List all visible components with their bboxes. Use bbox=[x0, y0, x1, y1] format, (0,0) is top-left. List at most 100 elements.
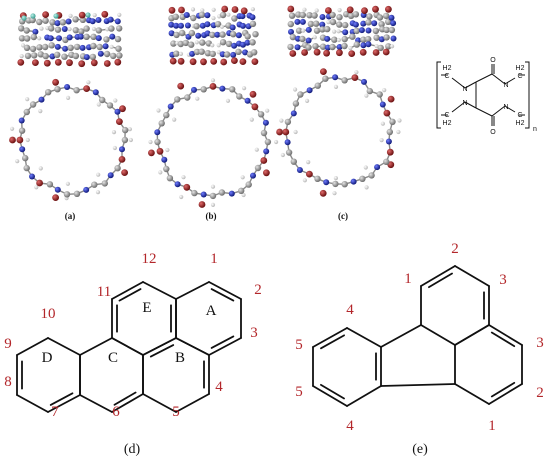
caption-e: (e) bbox=[412, 442, 428, 457]
atom-H bbox=[117, 12, 122, 17]
atom-H bbox=[305, 98, 310, 103]
atom-N bbox=[62, 45, 69, 52]
atom-C bbox=[314, 82, 321, 89]
atom-N bbox=[242, 49, 249, 56]
position-4: 4 bbox=[215, 379, 223, 395]
fl-right-ring-bond bbox=[454, 383, 490, 405]
atom-C bbox=[36, 18, 43, 26]
atom-O bbox=[348, 50, 356, 57]
atom-O bbox=[78, 11, 86, 19]
atom-O bbox=[177, 82, 185, 90]
atom-N bbox=[262, 119, 269, 126]
atom-C bbox=[114, 165, 121, 172]
atom-C bbox=[229, 86, 236, 93]
atom-C bbox=[190, 14, 197, 22]
ring-label-e: E bbox=[142, 300, 151, 316]
atom-N bbox=[240, 22, 246, 29]
atom-C bbox=[288, 12, 296, 19]
atom-H bbox=[280, 152, 285, 158]
atom-H bbox=[293, 129, 298, 135]
atom-T bbox=[53, 13, 59, 19]
fl-right-ring-bond bbox=[488, 383, 523, 405]
atom-N bbox=[79, 44, 86, 51]
atom-H bbox=[396, 129, 401, 135]
atom-H bbox=[390, 44, 395, 49]
atom-C bbox=[249, 20, 257, 28]
monomer-h2-lr: H2 bbox=[516, 120, 525, 127]
atom-O bbox=[198, 201, 206, 208]
atom-H bbox=[337, 8, 342, 13]
atom-C bbox=[29, 16, 36, 24]
atom-N bbox=[178, 22, 184, 29]
atom-H bbox=[302, 178, 307, 183]
atom-C bbox=[236, 93, 243, 100]
atom-C bbox=[54, 26, 62, 33]
atom-C bbox=[54, 86, 61, 93]
atom-N bbox=[114, 18, 121, 25]
atom-N bbox=[390, 20, 397, 27]
fl-left-ring-bond bbox=[312, 327, 348, 348]
atom-C bbox=[289, 33, 297, 41]
atom-C bbox=[251, 49, 258, 56]
atom-N bbox=[336, 44, 343, 50]
atom-H bbox=[225, 98, 231, 103]
ring-c-double-bond bbox=[113, 391, 137, 406]
atom-O bbox=[52, 194, 59, 202]
atom-C bbox=[89, 53, 97, 61]
atom-O bbox=[320, 68, 327, 75]
atom-N bbox=[114, 108, 121, 115]
atom-O bbox=[276, 128, 283, 136]
position-7: 7 bbox=[51, 404, 59, 420]
atom-C bbox=[332, 180, 339, 188]
atom-C bbox=[376, 14, 384, 21]
atom-C bbox=[331, 36, 338, 43]
atom-H bbox=[165, 147, 170, 153]
ring-d-bond bbox=[16, 394, 49, 413]
atom-H bbox=[95, 190, 101, 195]
atom-C bbox=[91, 181, 98, 188]
atom-H bbox=[67, 27, 72, 32]
atom-N bbox=[263, 148, 270, 155]
atom-O bbox=[101, 10, 109, 18]
atom-O bbox=[231, 6, 239, 13]
atom-C bbox=[376, 91, 383, 98]
atom-N bbox=[332, 74, 339, 81]
atom-H bbox=[37, 36, 42, 41]
atom-C bbox=[383, 34, 390, 41]
atom-C bbox=[254, 164, 262, 172]
atom-C bbox=[329, 11, 336, 19]
atom-N bbox=[32, 28, 39, 35]
atom-H bbox=[68, 13, 73, 18]
atom-N bbox=[388, 14, 395, 21]
atom-C bbox=[209, 50, 216, 58]
atom-O bbox=[346, 6, 354, 14]
atom-H bbox=[312, 35, 317, 40]
position-8: 8 bbox=[4, 374, 12, 390]
atom-C bbox=[29, 101, 37, 108]
atom-N bbox=[365, 41, 372, 48]
atom-C bbox=[23, 44, 31, 51]
atom-O bbox=[42, 11, 49, 18]
atom-H bbox=[10, 126, 15, 131]
atom-C bbox=[83, 25, 90, 32]
atom-C bbox=[166, 175, 174, 182]
atom-H bbox=[314, 8, 319, 13]
atom-O bbox=[189, 58, 197, 66]
atom-N bbox=[378, 36, 385, 43]
atom-H bbox=[194, 40, 199, 45]
atom-N bbox=[83, 186, 90, 193]
caption-a: (a) bbox=[65, 211, 76, 221]
atom-C bbox=[170, 40, 177, 47]
atom-O bbox=[156, 147, 164, 155]
monomer-subscript-n: n bbox=[533, 126, 537, 133]
atom-C bbox=[116, 52, 123, 59]
atom-N bbox=[323, 179, 330, 186]
atom-O bbox=[387, 95, 395, 103]
fl-top-ring-bond bbox=[420, 324, 456, 346]
atom-C bbox=[18, 35, 26, 42]
atom-C bbox=[73, 87, 80, 94]
atom-C bbox=[359, 175, 366, 182]
atom-N bbox=[250, 172, 256, 179]
atom-H bbox=[200, 8, 205, 13]
atom-C bbox=[182, 39, 190, 47]
